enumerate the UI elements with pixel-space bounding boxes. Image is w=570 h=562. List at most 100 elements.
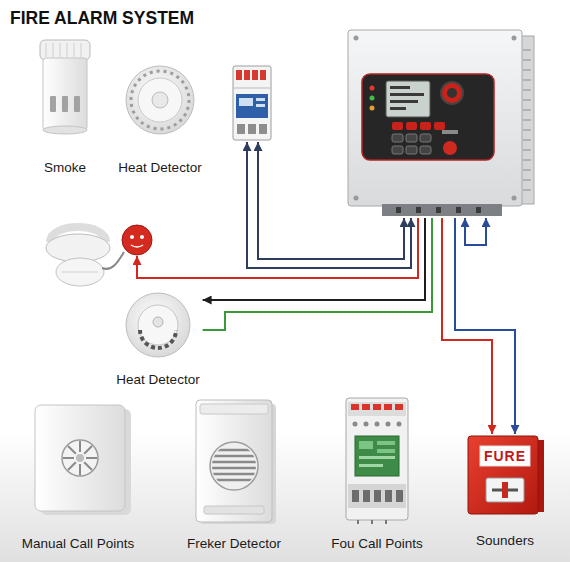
din-call-module-part: [374, 490, 381, 502]
freker-detector-part: [210, 442, 258, 490]
din-module-part: [260, 70, 266, 80]
smoke-detector-part: [40, 40, 90, 60]
control-panel-part: [348, 30, 522, 206]
device-label: Fou Call Points: [331, 536, 423, 552]
control-panel-part: [523, 70, 531, 71]
din-call-module-part: [363, 490, 370, 502]
control-panel-part: [354, 36, 359, 41]
control-panel-part: [456, 207, 461, 213]
control-panel-part: [354, 196, 359, 201]
smoke-detector-part: [43, 126, 87, 134]
din-call-module-part: [395, 404, 403, 410]
heat-detector-part: [126, 66, 194, 134]
control-panel-part: [442, 130, 458, 134]
din-module-part: [236, 94, 268, 118]
wire: [455, 218, 515, 434]
call-button-device-part: [122, 225, 152, 255]
wire: [258, 142, 404, 259]
din-call-module-part: [397, 422, 402, 427]
device-node: Freker Detector: [184, 398, 284, 552]
smoke-detector-part: [60, 43, 61, 57]
device-node: [231, 64, 273, 142]
control-panel-part: [523, 50, 531, 51]
sounder-part: [480, 446, 530, 466]
smoke-detector-part: [62, 96, 68, 112]
din-module-part: [244, 70, 250, 80]
control-panel-part: [523, 170, 531, 171]
freker-detector-part-part: [210, 455, 258, 458]
device-label: Sounders: [476, 533, 534, 549]
manual-call-point-part: [35, 405, 125, 511]
control-panel-part: [396, 207, 401, 213]
smoke-detector-part: [67, 43, 68, 57]
call-button-device-part: [140, 235, 144, 239]
heat-detector-part: [152, 92, 168, 108]
wire: [442, 218, 492, 434]
din-module-part: [239, 98, 253, 106]
manual-call-point-part: [68, 446, 76, 454]
control-panel-part: [370, 96, 375, 101]
din-call-module-part: [377, 441, 395, 445]
din-module-part: [233, 88, 271, 89]
freker-detector-part-part: [210, 479, 258, 482]
heat-detector-part: [126, 293, 190, 357]
din-call-module-part: [377, 449, 395, 453]
control-panel-part: [476, 207, 481, 213]
din-call-module-part: [386, 422, 391, 427]
freker-detector-part-part: [210, 449, 258, 452]
din-call-module-part: [384, 404, 392, 410]
manual-call-point-part: [84, 446, 92, 454]
din-module-part: [256, 104, 265, 107]
device-node: Heat Detector: [115, 64, 204, 176]
din-module-part: [252, 70, 258, 80]
manual-call-point-part: [68, 462, 76, 470]
din-call-module-part: [348, 402, 406, 416]
control-panel-part: [420, 122, 431, 130]
smoke-detector: [40, 40, 90, 134]
control-panel-part: [406, 122, 417, 130]
din-call-module-part: [385, 490, 392, 502]
manual-call-point-part: [62, 440, 98, 476]
control-panel-part: [523, 140, 531, 141]
call-button-device-part: [102, 252, 124, 269]
control-panel-part: [523, 100, 531, 101]
smoke-detector-part: [81, 43, 82, 57]
freker-detector-part: [204, 506, 264, 514]
control-panel-part: [392, 134, 403, 142]
smoke-detector-part: [74, 43, 75, 57]
device-label: Freker Detector: [187, 536, 281, 552]
din-module-part: [256, 98, 265, 101]
din-call-module-part: [359, 456, 395, 459]
control-panel-part: [443, 141, 457, 155]
wire: [203, 218, 432, 330]
din-call-module-part: [373, 404, 381, 410]
manual-call-point-part: [63, 457, 74, 459]
device-node: Smoke: [33, 38, 97, 176]
din-call-module-part: [355, 436, 399, 476]
control-panel-part: [523, 130, 531, 131]
din-module-part: [237, 124, 245, 134]
freker-detector-part-part: [210, 467, 258, 470]
manual-call-point-part: [79, 441, 81, 452]
device-label: Manual Call Points: [22, 536, 135, 552]
smoke-detector-part: [53, 43, 54, 57]
control-panel-part: [420, 146, 431, 154]
wire: [247, 142, 411, 268]
device-node: Manual Call Points: [19, 403, 138, 552]
din-call-module-part: [353, 422, 358, 427]
control-panel-part: [386, 81, 430, 117]
control-panel: [348, 30, 534, 216]
heat-detector-part: [153, 317, 163, 327]
freker-detector-part: [196, 400, 272, 522]
panel-loop-wire-part: [465, 218, 486, 245]
control-panel-part: [512, 36, 517, 41]
device-node: [121, 224, 153, 256]
heat-detector-part: [138, 78, 182, 122]
wire: [203, 218, 425, 300]
control-panel-part: [512, 196, 517, 201]
sign-text: FURE: [484, 448, 526, 464]
device-label: Smoke: [44, 160, 86, 176]
control-panel-part: [370, 86, 375, 91]
